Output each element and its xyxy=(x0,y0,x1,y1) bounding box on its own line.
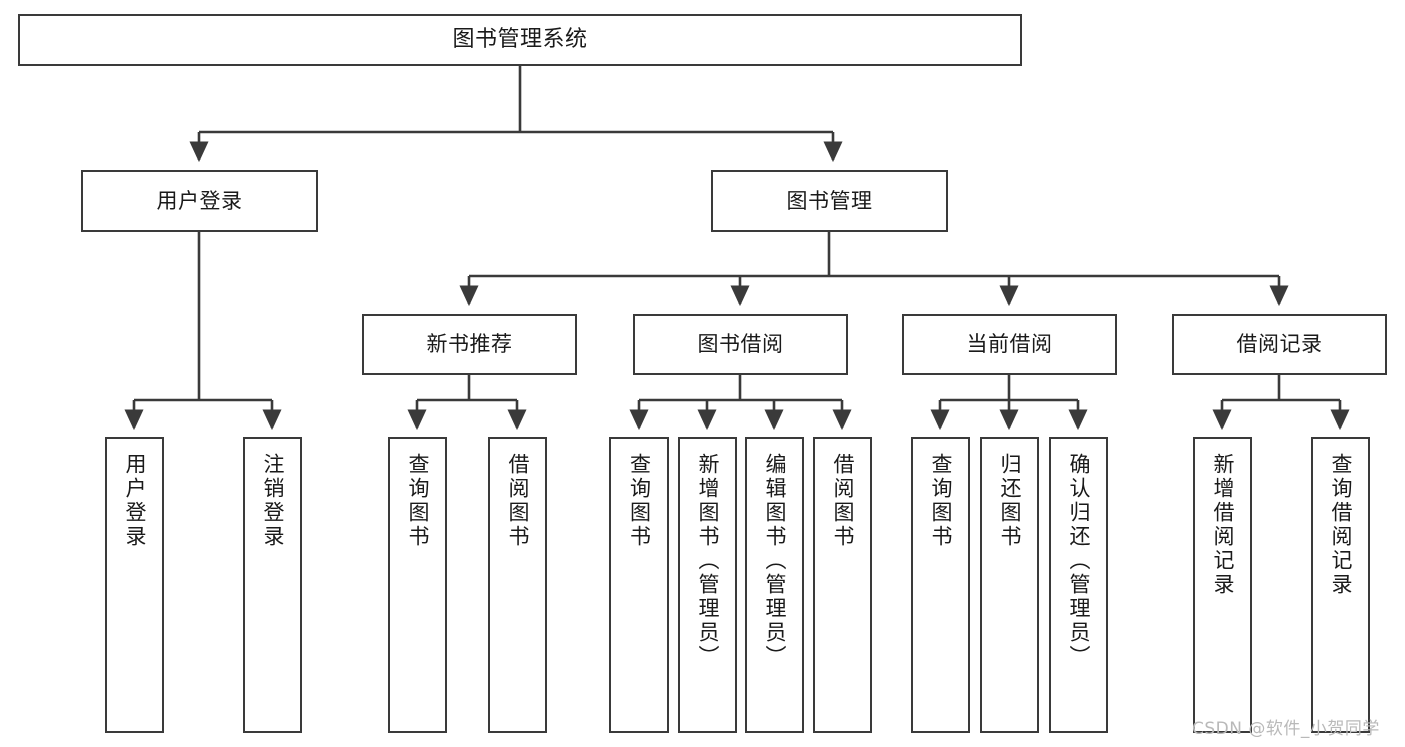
node-user-login[interactable]: 用户登录 xyxy=(81,170,318,232)
leaf-book-borrow-1[interactable]: 新增图书（管理员） xyxy=(678,437,737,733)
node-label: 借阅图书 xyxy=(831,453,855,549)
node-label: 借阅记录 xyxy=(1236,332,1323,357)
leaf-new-book-1[interactable]: 借阅图书 xyxy=(488,437,547,733)
leaf-book-borrow-0[interactable]: 查询图书 xyxy=(609,437,669,733)
node-label: 查询借阅记录 xyxy=(1329,453,1353,597)
node-label: 用户登录 xyxy=(156,188,243,213)
leaf-book-borrow-2[interactable]: 编辑图书（管理员） xyxy=(745,437,804,733)
node-label: 图书管理 xyxy=(786,188,873,213)
node-label: 图书管理系统 xyxy=(452,27,588,53)
node-label: 查询图书 xyxy=(929,453,953,549)
node-label: 新增图书（管理员） xyxy=(696,453,720,669)
leaf-borrow-record-1[interactable]: 查询借阅记录 xyxy=(1311,437,1370,733)
leaf-user-login-0[interactable]: 用户登录 xyxy=(105,437,164,733)
node-root-system[interactable]: 图书管理系统 xyxy=(18,14,1022,66)
node-book-borrow[interactable]: 图书借阅 xyxy=(633,314,848,375)
node-label: 新书推荐 xyxy=(426,332,513,357)
node-label: 确认归还（管理员） xyxy=(1067,453,1091,669)
leaf-current-borrow-0[interactable]: 查询图书 xyxy=(911,437,970,733)
node-current-borrow[interactable]: 当前借阅 xyxy=(902,314,1117,375)
node-label: 归还图书 xyxy=(998,453,1022,549)
leaf-user-login-1[interactable]: 注销登录 xyxy=(243,437,302,733)
node-label: 查询图书 xyxy=(406,453,430,549)
csdn-watermark: CSDN @软件_小贺同学 xyxy=(1192,719,1380,739)
node-new-book-recommend[interactable]: 新书推荐 xyxy=(362,314,577,375)
leaf-borrow-record-0[interactable]: 新增借阅记录 xyxy=(1193,437,1252,733)
leaf-current-borrow-2[interactable]: 确认归还（管理员） xyxy=(1049,437,1108,733)
node-label: 借阅图书 xyxy=(506,453,530,549)
node-label: 查询图书 xyxy=(627,453,652,549)
node-label: 注销登录 xyxy=(261,453,285,549)
node-label: 新增借阅记录 xyxy=(1211,453,1235,597)
node-label: 图书借阅 xyxy=(697,332,784,357)
node-label: 用户登录 xyxy=(123,453,147,549)
leaf-current-borrow-1[interactable]: 归还图书 xyxy=(980,437,1039,733)
leaf-book-borrow-3[interactable]: 借阅图书 xyxy=(813,437,872,733)
node-borrow-record[interactable]: 借阅记录 xyxy=(1172,314,1387,375)
leaf-new-book-0[interactable]: 查询图书 xyxy=(388,437,447,733)
node-book-management[interactable]: 图书管理 xyxy=(711,170,948,232)
node-label: 当前借阅 xyxy=(966,332,1053,357)
node-label: 编辑图书（管理员） xyxy=(763,453,787,669)
